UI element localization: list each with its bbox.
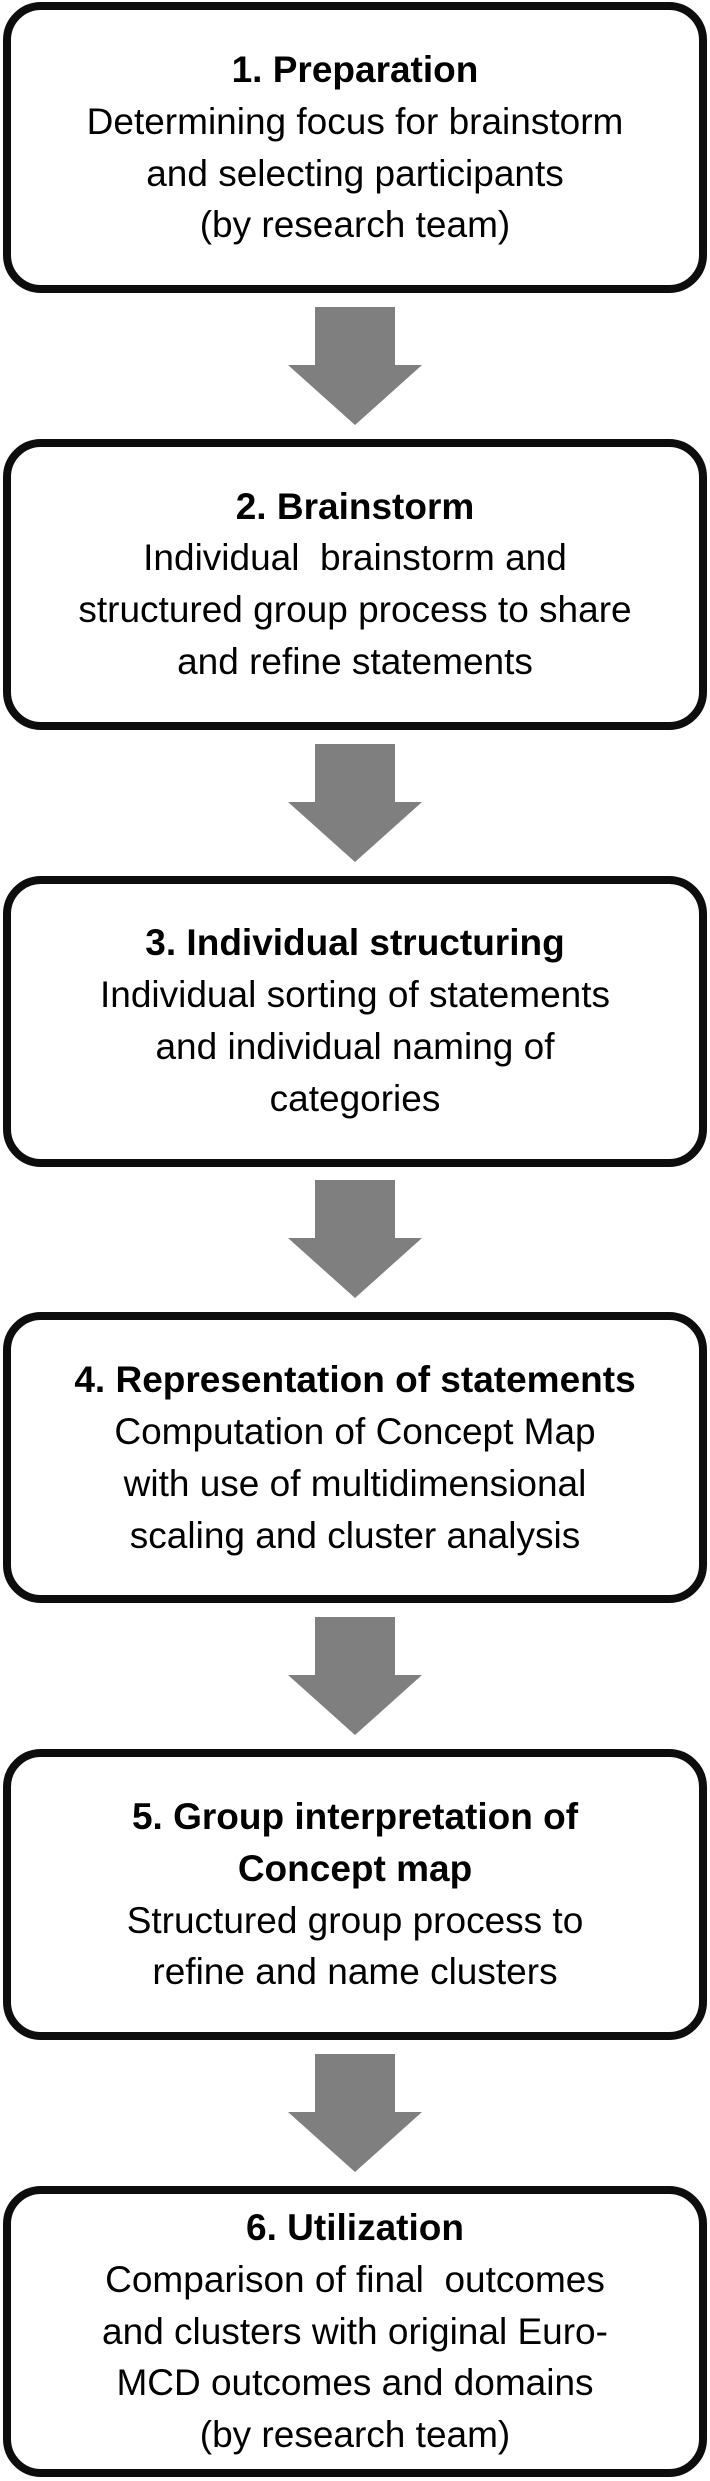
step-4-title: 4. Representation of statements bbox=[74, 1359, 636, 1401]
step-1-title: 1. Preparation bbox=[231, 48, 479, 90]
arrow-step3-to-step4 bbox=[288, 1180, 422, 1299]
step-1-preparation-box: 1. Preparation Determining focus for bra… bbox=[3, 2, 707, 293]
step-6-title: 6. Utilization bbox=[246, 2206, 464, 2248]
step-6-utilization-box: 6. Utilization Comparison of final outco… bbox=[3, 2185, 707, 2477]
arrow-step5-to-step6 bbox=[288, 2054, 422, 2173]
step-3-title: 3. Individual structuring bbox=[145, 922, 565, 964]
step-2-title: 2. Brainstorm bbox=[235, 485, 475, 527]
step-5-title: 5. Group interpretation of Concept map bbox=[131, 1796, 579, 1889]
step-5-group-interpretation-box: 5. Group interpretation of Concept map S… bbox=[3, 1749, 707, 2041]
arrow-step1-to-step2 bbox=[288, 306, 422, 425]
arrow-step2-to-step3 bbox=[288, 743, 422, 862]
step-4-representation-box: 4. Representation of statements Computat… bbox=[3, 1312, 707, 1604]
step-2-brainstorm-box: 2. Brainstorm Individual brainstorm and … bbox=[3, 438, 707, 730]
down-arrow-icon bbox=[288, 1180, 422, 1299]
step-2-description: Individual brainstorm and structured gro… bbox=[78, 537, 632, 683]
step-6-description: Comparison of final outcomes and cluster… bbox=[102, 2258, 608, 2456]
step-4-description: Computation of Concept Map with use of m… bbox=[114, 1411, 596, 1556]
down-arrow-icon bbox=[288, 1617, 422, 1736]
step-3-individual-structuring-box: 3. Individual structuring Individual sor… bbox=[3, 875, 707, 1167]
step-1-description: Determining focus for brainstorm and sel… bbox=[86, 100, 624, 246]
step-5-description: Structured group process to refine and n… bbox=[126, 1899, 584, 1993]
down-arrow-icon bbox=[288, 2054, 422, 2173]
down-arrow-icon bbox=[288, 743, 422, 862]
down-arrow-icon bbox=[288, 306, 422, 425]
step-3-description: Individual sorting of statements and ind… bbox=[99, 974, 611, 1119]
arrow-step4-to-step5 bbox=[288, 1617, 422, 1736]
